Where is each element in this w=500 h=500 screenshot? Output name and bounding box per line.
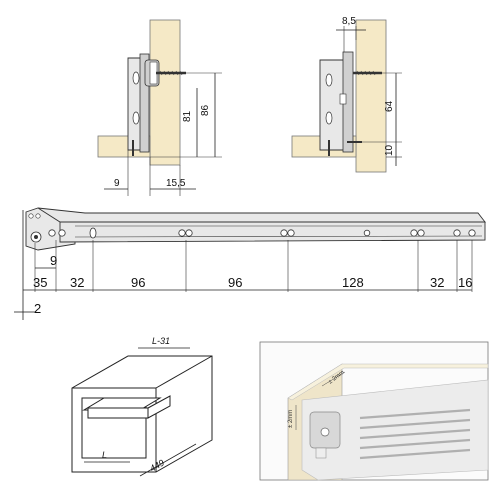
- runner-hole: [453, 229, 461, 237]
- screw-thread-right: [356, 70, 376, 76]
- dim-label-offset-2: 2: [34, 301, 41, 316]
- runner-hole: [417, 229, 425, 237]
- photo-label-gap-side: ± 2mm: [288, 410, 294, 428]
- photo-rib: [359, 428, 471, 440]
- dim-label-128: 128: [342, 275, 364, 290]
- drawer-top-right: [155, 355, 213, 389]
- photo-ribs: [359, 408, 471, 460]
- runner-hole: [48, 229, 56, 237]
- bracket-clip-right: [339, 93, 347, 105]
- runner-hole: [280, 229, 288, 237]
- dim-label-15-5: 15,5: [166, 178, 186, 189]
- photo-bracket-screw: [320, 427, 330, 437]
- dim-label-64: 64: [384, 100, 395, 112]
- dim-label-96-a: 96: [131, 275, 145, 290]
- dim-label-96-b: 96: [228, 275, 242, 290]
- runner-hole: [178, 229, 186, 237]
- detail-right: 8,5 64 10: [291, 16, 402, 173]
- photo-gap-top-line: [321, 371, 346, 387]
- dim-label-32-right: 32: [430, 275, 444, 290]
- dim-label-8-5: 8,5: [342, 16, 356, 27]
- runner-bracket-hole-1: [28, 213, 34, 219]
- dim-label-10: 10: [384, 144, 395, 156]
- photo-rib: [359, 408, 471, 420]
- dim-label-9: 9: [114, 178, 120, 189]
- dim-line-449: [139, 443, 197, 477]
- photo-rib: [359, 438, 471, 450]
- runner-hole: [410, 229, 418, 237]
- screw-thread-left: [159, 70, 183, 76]
- runner-hole: [363, 229, 371, 237]
- runner-bracket-hole-2: [35, 213, 41, 219]
- dim-label-35: 35: [33, 275, 47, 290]
- runner-hole: [287, 229, 295, 237]
- bracket-right: [319, 59, 345, 151]
- runner-hole: [185, 229, 193, 237]
- runner-hole: [58, 229, 66, 237]
- runner-rail: 2 35 9 32 96 96 128 32 16: [14, 207, 486, 320]
- dim-label-81: 81: [182, 110, 193, 122]
- runner-hole: [468, 229, 476, 237]
- runner-top-flange: [37, 207, 486, 223]
- photo-metal-panel: [301, 379, 489, 481]
- bracket-slot-left-1: [132, 71, 140, 85]
- dim-label-l31: L-31: [152, 336, 170, 346]
- photo-bracket-tab: [315, 447, 327, 459]
- dim-label-32-left: 32: [70, 275, 84, 290]
- dim-label-9: 9: [50, 253, 57, 268]
- drawer-inner-box-side: [147, 395, 171, 419]
- wood-side-panel-right: [355, 19, 387, 173]
- bracket-slot-right-2: [325, 111, 333, 125]
- photo-rib: [359, 418, 471, 430]
- dim-label-16: 16: [458, 275, 472, 290]
- detail-left: 81 86 9 15,5: [97, 19, 222, 196]
- photo-rib: [359, 448, 471, 460]
- runner-ext-lines: [34, 240, 473, 292]
- wood-side-panel-left: [149, 19, 181, 166]
- dim-label-86: 86: [200, 104, 211, 116]
- runner-wheel-hub: [34, 235, 38, 239]
- roller-inner-left: [149, 61, 158, 85]
- drawer-sketch: L-31 L 449: [71, 336, 213, 477]
- photo-detail: ± 2mm ± 2mm: [259, 341, 489, 481]
- photo-wood-top-edge: [287, 363, 489, 401]
- bracket-slot-right-1: [325, 73, 333, 87]
- bracket-slot-left-2: [132, 111, 140, 125]
- bracket-flange-left: [139, 53, 150, 153]
- dim-label-l: L: [102, 450, 107, 460]
- runner-slot: [89, 227, 97, 239]
- drawer-inner-box: [87, 407, 149, 419]
- runner-holes: [48, 227, 476, 239]
